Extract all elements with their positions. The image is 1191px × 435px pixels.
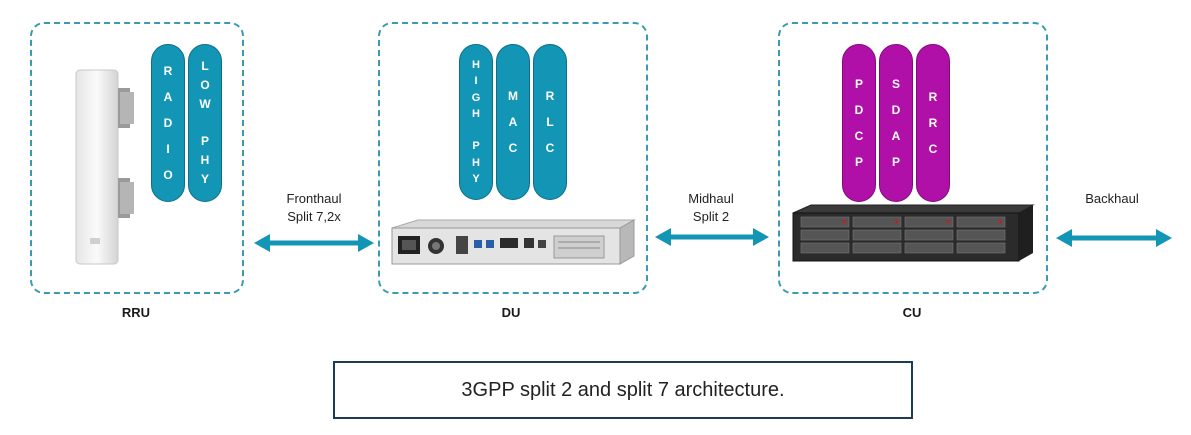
layer-letter: P	[854, 77, 863, 91]
layer-letter: O	[163, 168, 173, 182]
layer-letter: H	[472, 59, 480, 71]
layer-letter: G	[471, 91, 481, 104]
layer-letter	[474, 122, 477, 138]
layer-letter: L	[546, 115, 554, 129]
layer-letter: I	[166, 142, 170, 156]
fronthaul-title: Fronthaul	[286, 191, 342, 206]
backhaul-title: Backhaul	[1085, 191, 1139, 206]
caption-text: 3GPP split 2 and split 7 architecture.	[461, 378, 785, 401]
layer-letter: S	[891, 77, 900, 91]
layer-letter: C	[545, 141, 555, 155]
fronthaul-arrow	[254, 234, 374, 252]
layer-letter: D	[163, 116, 173, 130]
layer-letter: A	[508, 115, 518, 129]
layer-letter: H	[472, 107, 480, 120]
midhaul-split: Split 2	[692, 209, 730, 224]
layer-letter: C	[508, 141, 518, 155]
cu-container	[778, 22, 1048, 294]
midhaul-label: Midhaul Split 2	[666, 190, 756, 226]
rru-container	[30, 22, 244, 294]
rru-label: RRU	[121, 305, 151, 320]
layer-letter: P	[472, 140, 480, 153]
layer-letter: A	[891, 129, 901, 143]
layer-letter: H	[200, 153, 210, 168]
layer-letter: Y	[200, 172, 209, 187]
layer-letter: L	[201, 59, 209, 74]
cu-server-image	[792, 204, 1035, 262]
midhaul-arrow	[655, 228, 769, 246]
du-server-image	[391, 219, 636, 265]
fronthaul-label: Fronthaul Split 7,2x	[262, 190, 366, 226]
backhaul-label: Backhaul	[1062, 190, 1162, 208]
layer-letter: W	[199, 96, 211, 111]
midhaul-title: Midhaul	[688, 191, 734, 206]
layer-letter: R	[545, 89, 555, 103]
fronthaul-split: Split 7,2x	[287, 209, 341, 224]
antenna-image	[75, 69, 134, 265]
layer-letter: P	[854, 155, 863, 169]
layer-letter: D	[854, 103, 864, 117]
layer-letter: C	[928, 142, 938, 156]
layer-letter: R	[928, 116, 938, 130]
layer-letter: R	[163, 64, 173, 78]
layer-letter	[203, 114, 206, 133]
layer-letter: C	[854, 129, 864, 143]
backhaul-arrow	[1056, 229, 1172, 247]
layer-letter: I	[474, 75, 478, 88]
du-container	[378, 22, 648, 294]
layer-letter: M	[508, 89, 518, 103]
caption-box: 3GPP split 2 and split 7 architecture.	[333, 361, 913, 419]
layer-letter: D	[891, 103, 901, 117]
du-label: DU	[501, 305, 521, 320]
layer-letter: R	[928, 90, 938, 104]
layer-letter: H	[472, 156, 480, 169]
layer-letter: A	[163, 90, 173, 104]
layer-letter: P	[891, 155, 900, 169]
layer-letter: P	[200, 134, 209, 149]
layer-letter: O	[200, 77, 210, 92]
cu-label: CU	[902, 305, 922, 320]
layer-letter: Y	[472, 172, 480, 185]
